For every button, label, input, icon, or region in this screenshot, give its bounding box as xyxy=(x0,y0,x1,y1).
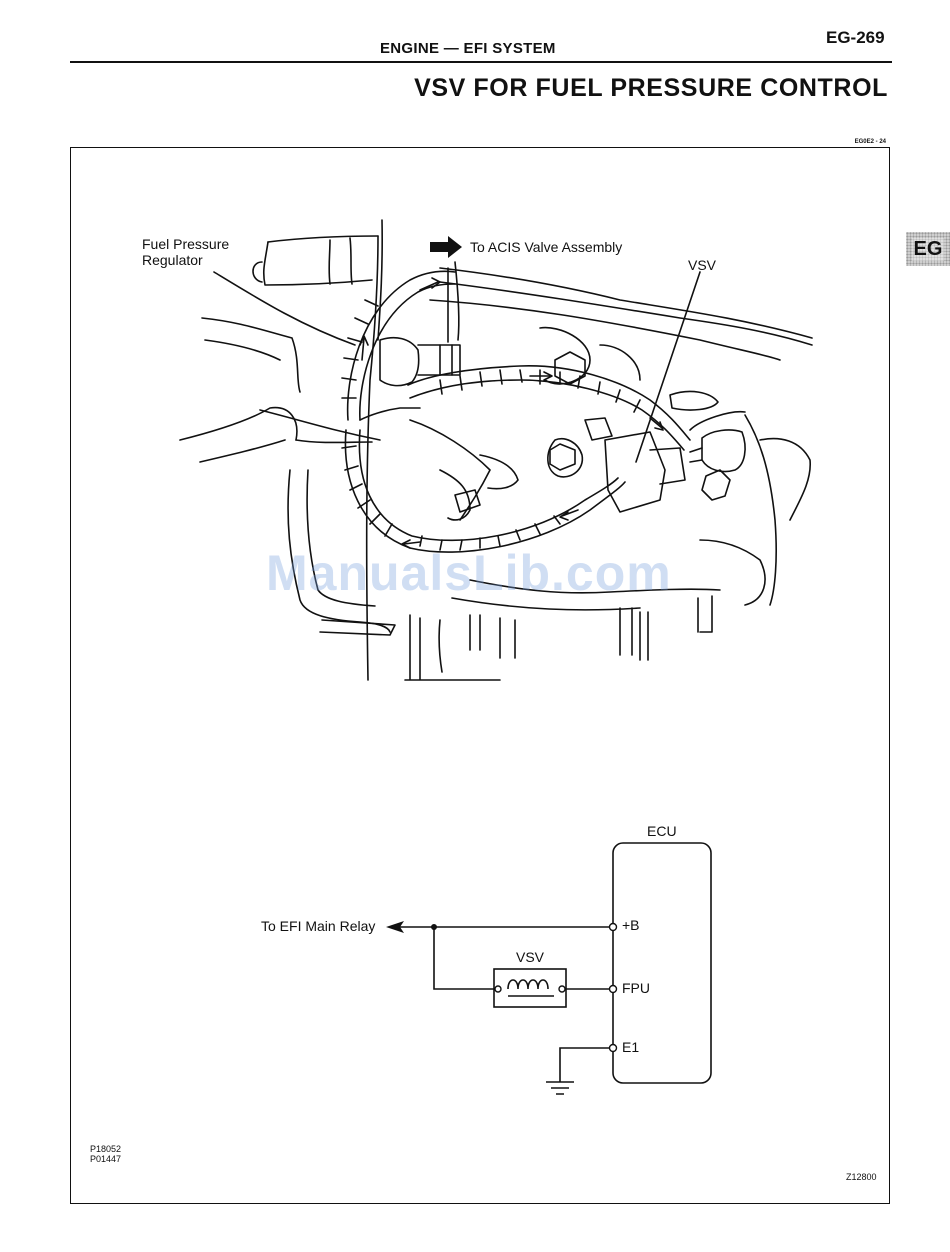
vsv-terminal-left xyxy=(495,986,501,992)
vsv-coil-label: VSV xyxy=(516,949,544,965)
efi-main-relay-label: To EFI Main Relay xyxy=(261,918,375,934)
terminal-e1 xyxy=(610,1045,617,1052)
ecu-label: ECU xyxy=(647,823,677,839)
circuit-diagram xyxy=(398,843,711,1094)
label-fuel-pressure-regulator-line2: Regulator xyxy=(142,252,203,268)
terminal-fpu xyxy=(610,986,617,993)
acis-arrow-icon xyxy=(430,236,462,258)
label-fuel-pressure-regulator-line1: Fuel Pressure xyxy=(142,236,229,252)
junction-dot xyxy=(431,924,437,930)
terminal-e1-label: E1 xyxy=(622,1039,639,1055)
terminal-b-label: +B xyxy=(622,917,640,933)
vsv-terminal-right xyxy=(559,986,565,992)
terminal-b xyxy=(610,924,617,931)
figure-code-2: P01447 xyxy=(90,1154,121,1164)
label-vsv: VSV xyxy=(688,257,716,273)
label-acis-valve: To ACIS Valve Assembly xyxy=(470,239,622,255)
terminal-fpu-label: FPU xyxy=(622,980,650,996)
figure-code-right: Z12800 xyxy=(846,1172,877,1182)
vsv-coil-box xyxy=(494,969,566,1007)
figure-code-1: P18052 xyxy=(90,1144,121,1154)
watermark: ManualsLib.com xyxy=(266,544,672,602)
